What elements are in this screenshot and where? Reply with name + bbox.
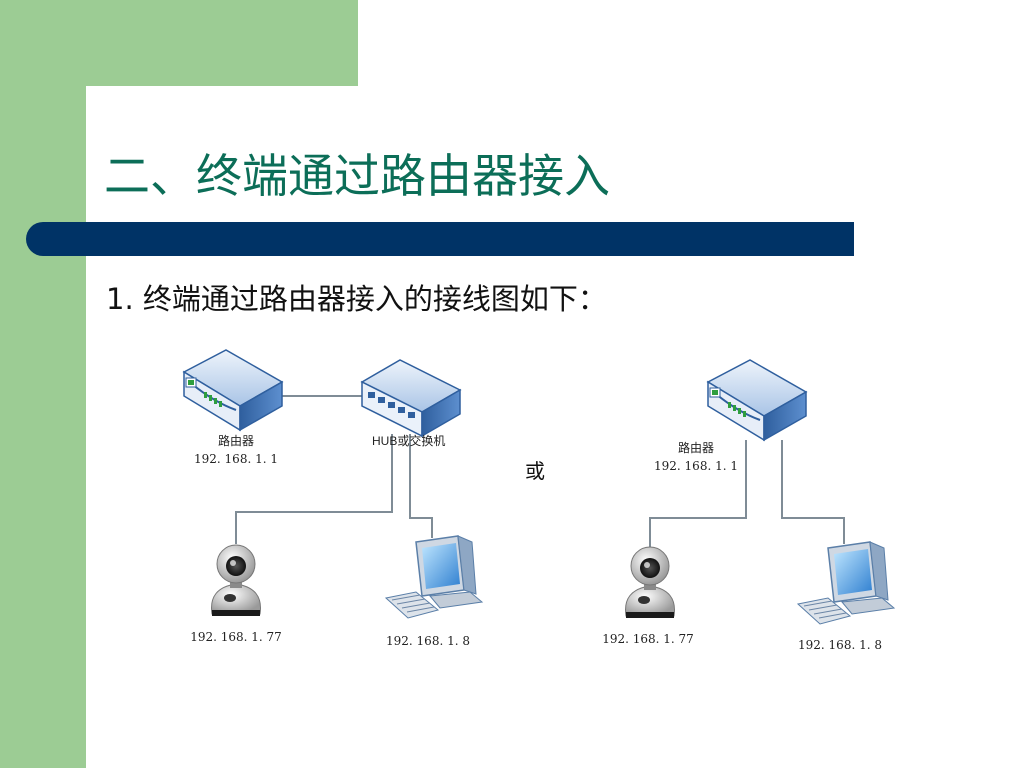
left-pc-ip: 192. 168. 1. 8 <box>386 634 470 648</box>
right-pc-ip: 192. 168. 1. 8 <box>798 638 882 652</box>
left-router-label: 路由器 <box>218 433 254 448</box>
green-sidebar <box>0 0 86 768</box>
desktop-computer-icon <box>796 541 896 625</box>
or-separator: 或 <box>525 459 545 483</box>
left-camera-ip: 192. 168. 1. 77 <box>190 630 282 644</box>
left-router-ip: 192. 168. 1. 1 <box>194 452 278 466</box>
ip-camera-icon <box>211 544 261 616</box>
title-underline-bar <box>26 222 854 256</box>
left-wires <box>235 395 433 544</box>
router-icon <box>706 359 808 442</box>
slide-subtitle: 1. 终端通过路由器接入的接线图如下： <box>106 282 607 316</box>
router-icon <box>182 349 284 432</box>
right-router-label: 路由器 <box>678 440 714 455</box>
wire-router-pc <box>781 440 845 544</box>
right-camera-ip: 192. 168. 1. 77 <box>602 632 694 646</box>
right-topology: 路由器 192. 168. 1. 1 192. 168. 1. 77 <box>602 359 896 652</box>
wire-hub-pc <box>409 434 433 538</box>
desktop-computer-icon <box>384 535 484 619</box>
slide-title: 二、终端通过路由器接入 <box>104 149 610 203</box>
wire-router-camera <box>649 440 747 552</box>
wire-hub-camera <box>235 434 393 544</box>
left-topology: 路由器 192. 168. 1. 1 HUB或交换机 <box>182 349 484 648</box>
green-top-block <box>0 0 358 86</box>
ip-camera-icon <box>625 546 675 618</box>
right-router-ip: 192. 168. 1. 1 <box>654 459 738 473</box>
hub-label: HUB或交换机 <box>372 433 445 448</box>
hub-switch-icon <box>360 359 462 438</box>
right-wires <box>649 440 845 552</box>
